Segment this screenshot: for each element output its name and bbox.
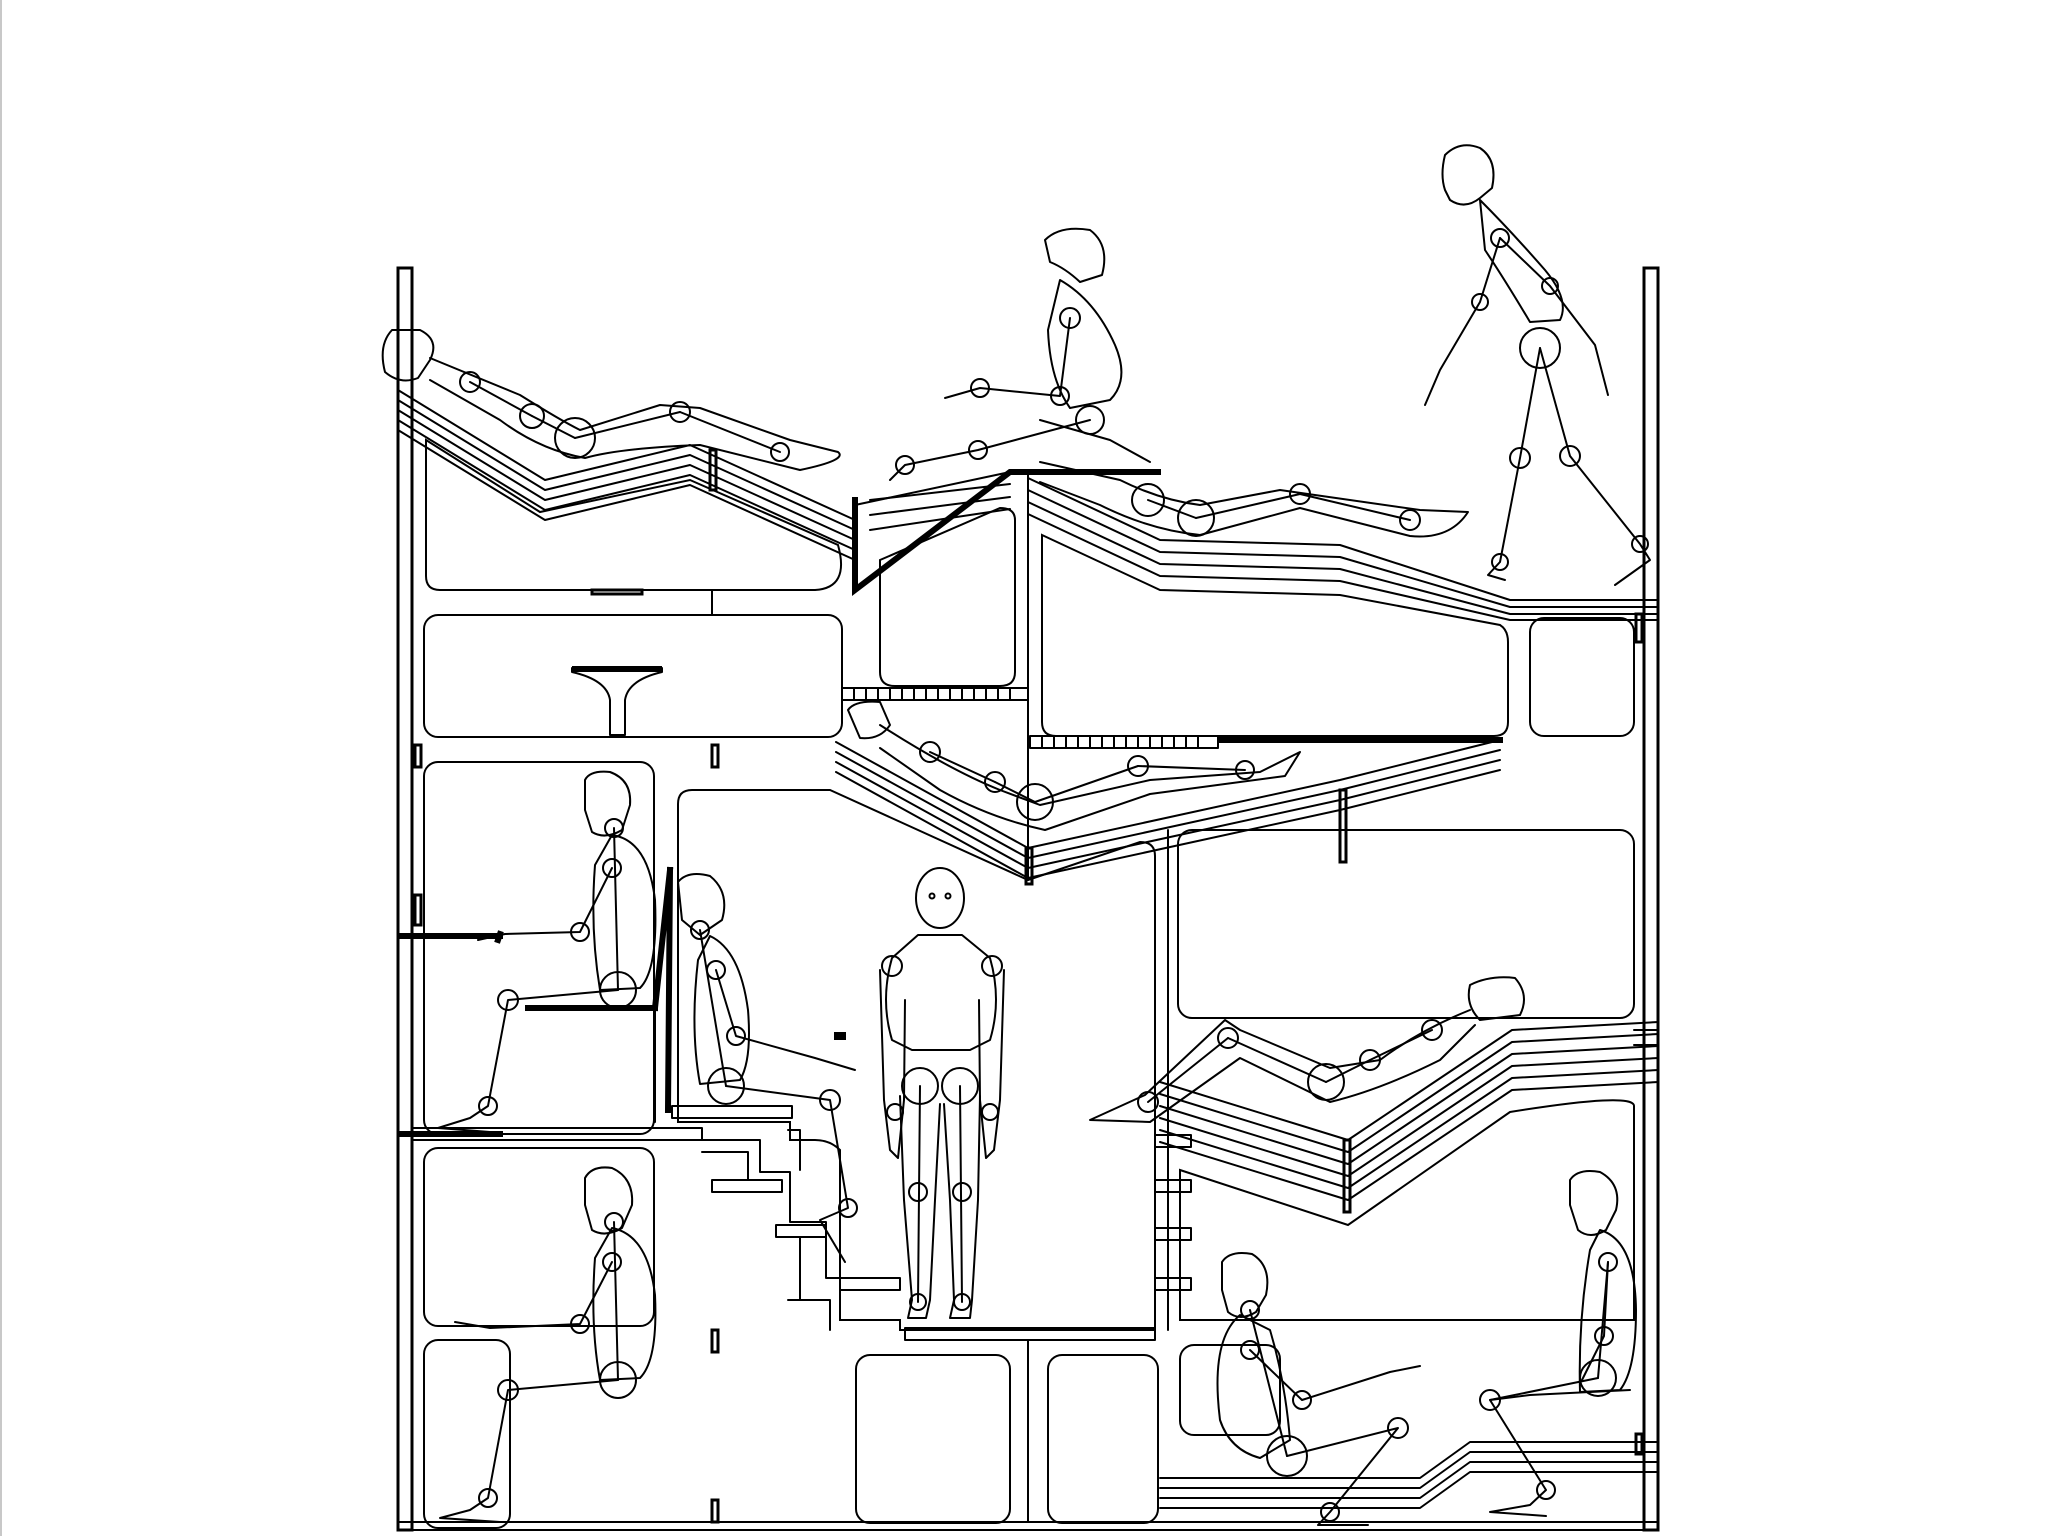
right-lounge-slab (1159, 1021, 1659, 1436)
figure-reclining-top-left (381, 329, 841, 471)
figure-seated-bottom-left (439, 1166, 657, 1523)
figure-reclining-mid-center (847, 700, 1301, 831)
stair-rungs (411, 1105, 1192, 1341)
bottom-rooms (855, 1339, 1659, 1524)
figure-sitting-up-top-center (889, 227, 1151, 481)
figure-reclining-right (1089, 976, 1525, 1123)
page-edge-line (0, 0, 2, 1536)
mid-center-lounge-slab (835, 687, 1503, 886)
figure-walking-top-right (1424, 144, 1651, 586)
top-right-slab (1027, 477, 1659, 737)
rung-strip-a (841, 687, 1029, 701)
figure-seated-bottom-right-b (1479, 1170, 1637, 1517)
left-desk-seat (397, 866, 674, 1137)
left-rooms (413, 438, 843, 1529)
central-void (413, 789, 1659, 1331)
figure-seated-desk-left (437, 770, 657, 1133)
rung-strip-b (1029, 735, 1219, 749)
figure-reclining-top-center (1039, 461, 1469, 538)
figure-seated-bottom-right-a (1216, 1252, 1421, 1526)
figure-seated-middle (677, 873, 858, 1263)
figure-standing-front-center (879, 867, 1005, 1319)
